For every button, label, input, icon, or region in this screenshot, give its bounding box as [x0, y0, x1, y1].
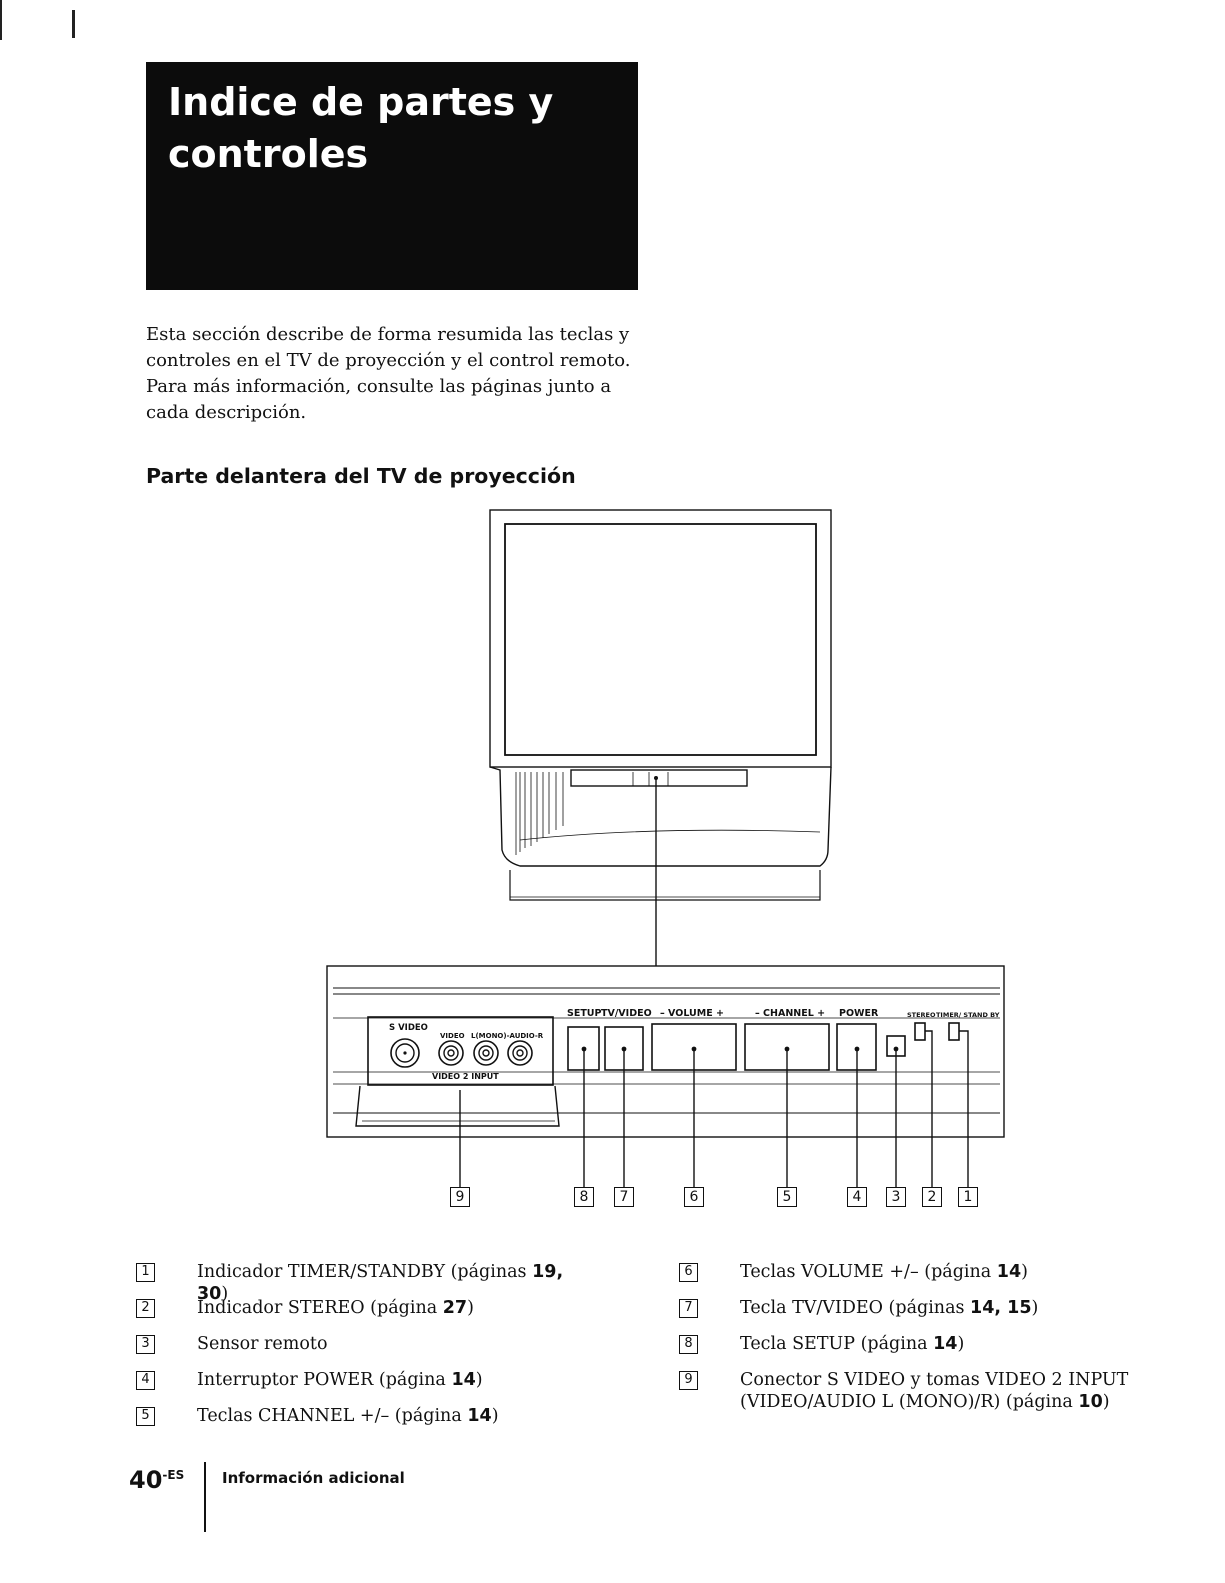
label-volume: – VOLUME + — [660, 1008, 724, 1019]
callout-8: 8 — [574, 1187, 594, 1207]
item-text: Sensor remoto — [197, 1334, 328, 1354]
label-audio: L(MONO)-AUDIO-R — [471, 1032, 544, 1040]
section-heading: Parte delantera del TV de proyección — [146, 464, 576, 488]
label-tv-video: TV/VIDEO — [601, 1008, 652, 1019]
tv-cabinet — [489, 509, 832, 768]
video2-input-compartment — [367, 1016, 554, 1086]
front-panel — [326, 965, 1005, 1138]
item-pages: 27 — [442, 1298, 468, 1318]
page-title: Indice de partes y controles — [168, 80, 554, 176]
item-text: Teclas CHANNEL +/– (página — [197, 1406, 468, 1426]
audio-r-jack — [507, 1040, 533, 1066]
item-text: Teclas VOLUME +/– (página — [740, 1262, 997, 1282]
item-number: 3 — [136, 1335, 155, 1354]
item-text: Conector S VIDEO y tomas VIDEO 2 INPUT (… — [740, 1370, 1129, 1412]
label-stereo: STEREO — [907, 1011, 936, 1019]
callout-7: 7 — [614, 1187, 634, 1207]
item-number: 8 — [679, 1335, 698, 1354]
tv-front-lid — [570, 769, 748, 787]
list-item: 1 Indicador TIMER/STANDBY (páginas 19, 30… — [136, 1262, 616, 1304]
callout-2: 2 — [922, 1187, 942, 1207]
input-door — [355, 1085, 560, 1127]
item-pages: 14 — [451, 1370, 476, 1390]
label-s-video: S VIDEO — [389, 1023, 428, 1033]
item-text: Interruptor POWER (página — [197, 1370, 452, 1390]
tv-screen — [504, 523, 817, 756]
scan-mark — [72, 10, 75, 38]
title-block: Indice de partes y controles — [146, 62, 638, 290]
callout-9: 9 — [450, 1187, 470, 1207]
callout-5: 5 — [777, 1187, 797, 1207]
footer-divider — [204, 1462, 206, 1532]
item-text: Indicador TIMER/STANDBY (páginas — [197, 1262, 533, 1282]
item-number: 6 — [679, 1263, 698, 1282]
intro-paragraph: Esta sección describe de forma resumida … — [146, 324, 631, 423]
label-setup: SETUP — [567, 1008, 602, 1019]
parts-list-left: 1 Indicador TIMER/STANDBY (páginas 19, 30… — [136, 1262, 616, 1443]
video-jack — [438, 1040, 464, 1066]
item-number: 4 — [136, 1371, 155, 1390]
stereo-indicator — [914, 1022, 926, 1041]
label-timer-standby: TIMER/ STAND BY — [936, 1011, 1000, 1019]
item-text: Indicador STEREO (página — [197, 1298, 443, 1318]
audio-l-jack — [473, 1040, 499, 1066]
item-pages: 14, 15 — [970, 1298, 1032, 1318]
item-text: Tecla SETUP (página — [740, 1334, 934, 1354]
item-number: 9 — [679, 1371, 698, 1390]
callout-3: 3 — [886, 1187, 906, 1207]
callout-1: 1 — [958, 1187, 978, 1207]
item-pages: 10 — [1078, 1392, 1103, 1412]
item-number: 2 — [136, 1299, 155, 1318]
page-suffix: -ES — [162, 1468, 185, 1482]
item-number: 5 — [136, 1407, 155, 1426]
label-power: POWER — [839, 1008, 879, 1019]
item-number: 1 — [136, 1263, 155, 1282]
callout-4: 4 — [847, 1187, 867, 1207]
s-video-jack — [390, 1038, 420, 1068]
item-pages: 14 — [996, 1262, 1022, 1282]
item-pages: 14 — [933, 1334, 958, 1354]
footer-section-title: Información adicional — [222, 1469, 405, 1487]
timer-standby-indicator — [948, 1022, 960, 1041]
list-item: 9 Conector S VIDEO y tomas VIDEO 2 INPUT … — [679, 1370, 1149, 1412]
item-pages: 19, 30 — [197, 1262, 564, 1304]
list-item: 3 Sensor remoto — [136, 1334, 616, 1371]
item-text: Tecla TV/VIDEO (páginas — [740, 1298, 971, 1318]
callout-6: 6 — [684, 1187, 704, 1207]
tv-lower-body — [489, 766, 832, 867]
item-pages: 14 — [467, 1406, 492, 1426]
page-number: 40-ES — [129, 1466, 185, 1494]
scan-mark — [0, 0, 2, 40]
item-number: 7 — [679, 1299, 698, 1318]
label-channel: – CHANNEL + — [755, 1008, 825, 1019]
label-video: VIDEO — [440, 1032, 465, 1040]
label-video2-input: VIDEO 2 INPUT — [432, 1072, 499, 1081]
